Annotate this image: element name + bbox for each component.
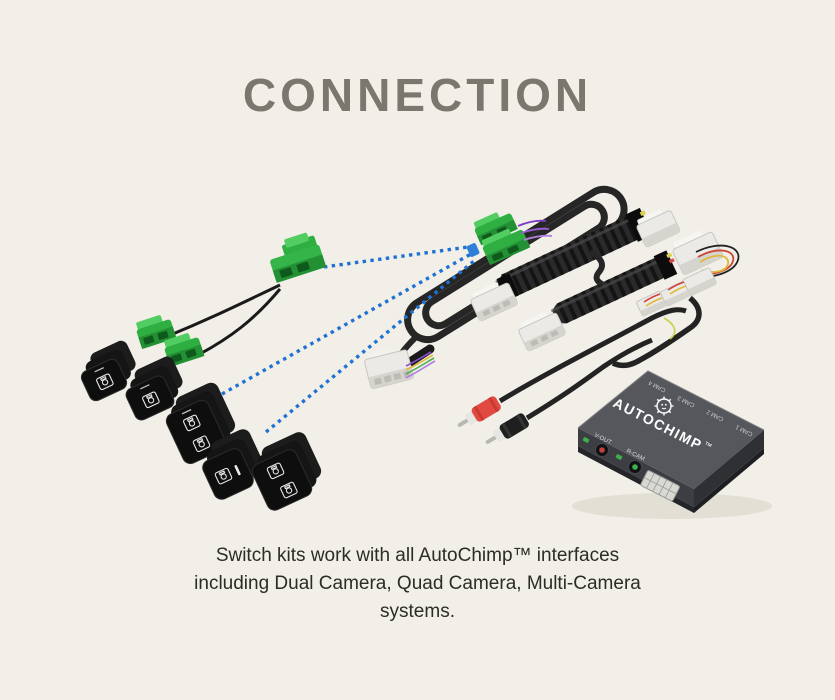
- device-shadow: [572, 493, 772, 519]
- camera-icon: [192, 435, 211, 453]
- box-pin-connector: [640, 470, 680, 502]
- power-bar-icon: [234, 464, 241, 476]
- camera-icon: [183, 414, 201, 432]
- accessory-yellow-wire: [663, 317, 676, 340]
- switch-label-line: [94, 367, 105, 373]
- dotted-line-3: [264, 259, 476, 434]
- camera-icon: [96, 373, 114, 391]
- status-led-green-1: [582, 437, 590, 443]
- page-title: CONNECTION: [242, 69, 593, 121]
- accessory-connector-3: [636, 291, 667, 317]
- dotted-line-1: [323, 245, 469, 269]
- box-side-face: [694, 430, 764, 507]
- accessory-link-wires: [643, 281, 687, 307]
- camera-icon: [266, 462, 285, 480]
- harness-cable-loop: [404, 185, 628, 344]
- multipin-connector: [364, 348, 414, 389]
- connection-dotted-lines: [221, 245, 476, 434]
- rca-plug-red: [457, 396, 501, 427]
- autochimp-interface-box: AUTOCHIMP ™ CAM 4 CAM 3 CAM 2 CAM 1 V-OU…: [577, 370, 765, 513]
- green-connector-main: [270, 232, 327, 283]
- camera-icon: [214, 467, 233, 485]
- switch-camera-power: [202, 429, 262, 500]
- green-connector-cluster: [466, 212, 553, 266]
- brand-trademark: ™: [702, 440, 713, 452]
- rca-cable-black: [525, 337, 653, 421]
- white-connector-loom1-left: [470, 282, 518, 322]
- cluster-purple-wires: [517, 219, 553, 241]
- cluster-blue-terminal: [466, 243, 480, 257]
- switch-dual-camera-2: [251, 432, 322, 511]
- splitter-wires: [167, 283, 282, 357]
- switch-dual-camera-1: [165, 382, 236, 465]
- switch-label-line: [181, 409, 192, 415]
- loom-link-cable: [588, 249, 605, 287]
- switch-single-camera-1: [80, 340, 136, 402]
- caption: Switch kits work with all AutoChimp™ int…: [138, 542, 698, 626]
- camera-icon: [142, 391, 160, 409]
- harness-loom-lower: [551, 250, 678, 324]
- green-connector-small-2: [164, 333, 205, 368]
- caption-line-1: Switch kits work with all AutoChimp™ int…: [215, 545, 620, 566]
- gear-chimp-icon: [654, 396, 674, 416]
- box-top-face: [578, 371, 764, 489]
- rca-cable-red: [498, 307, 687, 404]
- caption-line-3: systems.: [380, 601, 455, 623]
- dotted-line-2: [221, 252, 472, 396]
- white-connector-loom1-right: [636, 209, 681, 248]
- switch-label-line: [139, 384, 150, 390]
- rca-plug-black: [485, 413, 529, 444]
- accessory-down-cable: [611, 295, 702, 369]
- status-led-green-2: [615, 454, 623, 460]
- switch-single-camera-2: [125, 356, 183, 421]
- caption-line-2: including Dual Camera, Quad Camera, Mult…: [194, 573, 641, 595]
- multipin-wires: [405, 351, 436, 379]
- white-connector-loom2-left: [518, 312, 566, 352]
- camera-icon: [280, 481, 298, 499]
